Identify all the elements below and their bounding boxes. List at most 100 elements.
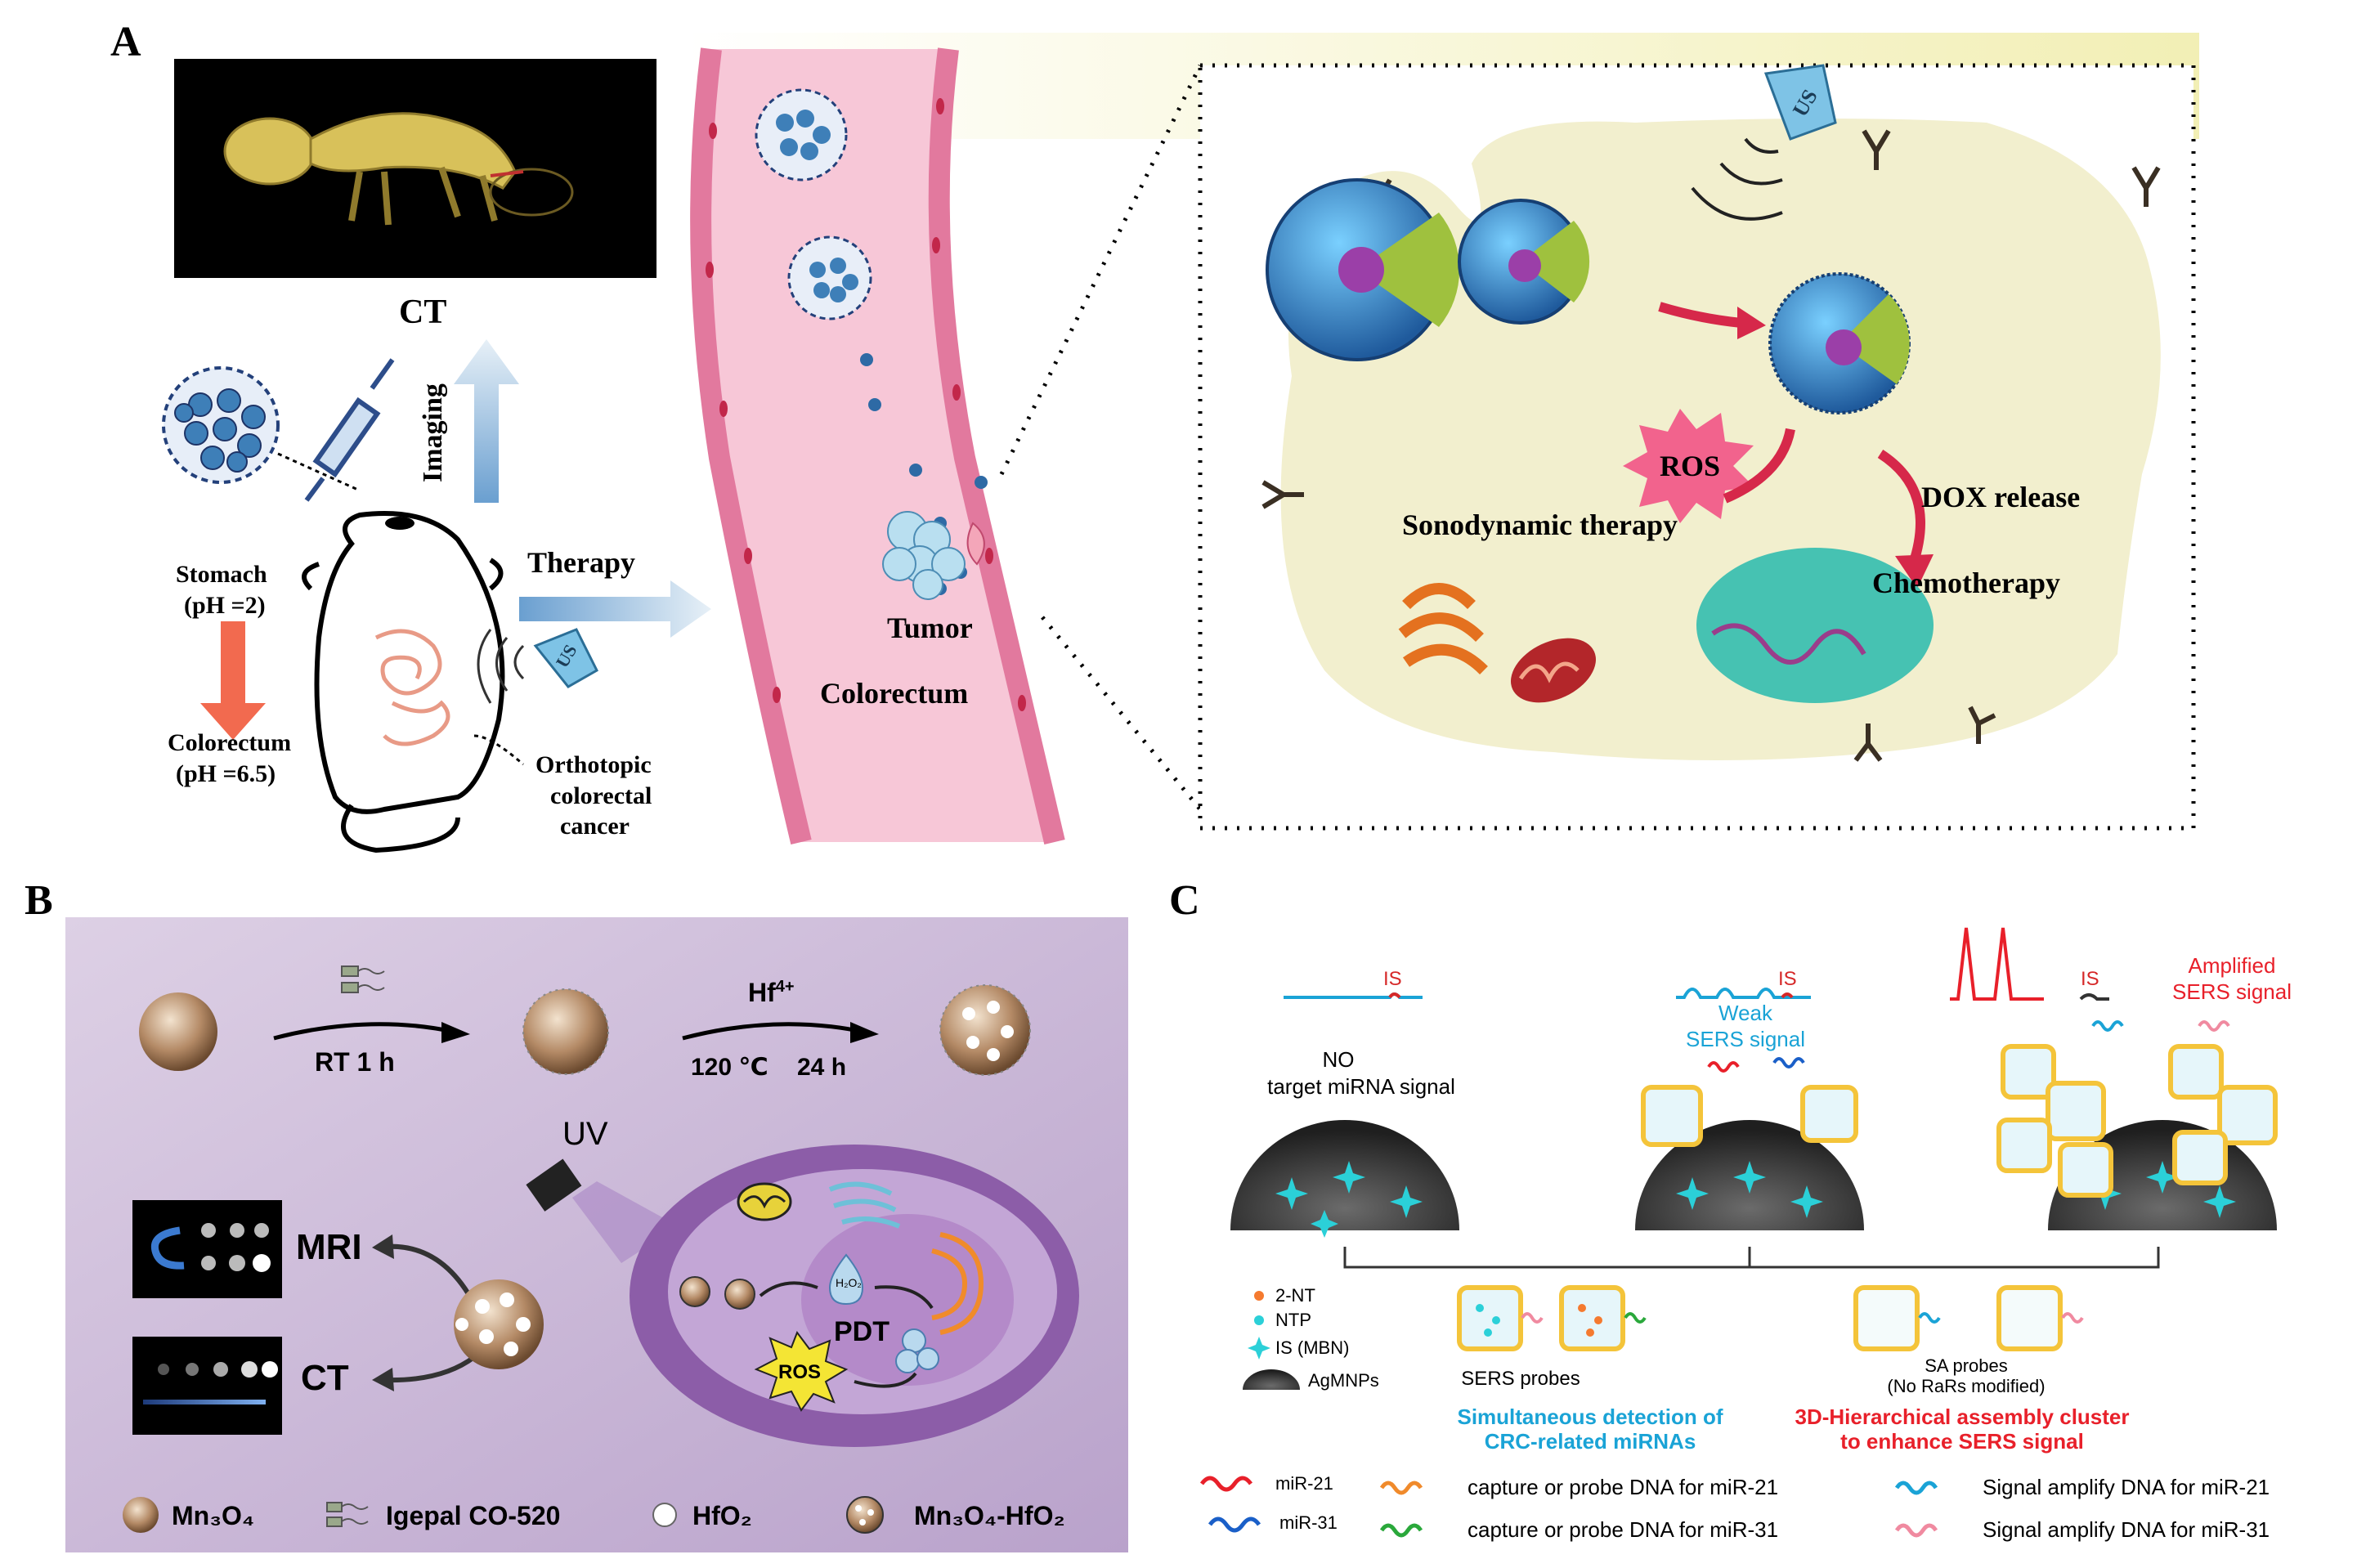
sa-probe-strand-blue	[1918, 1312, 1941, 1324]
imaging-label: Imaging	[418, 383, 448, 482]
colorectum-ph: (pH =6.5)	[176, 760, 276, 787]
is-label-1: IS	[1383, 968, 1402, 990]
coated-particle	[522, 988, 609, 1075]
er-icon	[828, 1181, 901, 1229]
mri-label: MRI	[296, 1227, 362, 1267]
spectrum-weak-is	[1781, 992, 1794, 999]
amp31-swatch	[1894, 1523, 1938, 1538]
bracket-left	[1343, 1247, 1751, 1269]
mir31-label: miR-31	[1279, 1512, 1338, 1533]
colorectum-vessel	[690, 47, 1065, 845]
to-ct-arrowhead	[372, 1368, 394, 1391]
golgi-icon	[1398, 583, 1488, 675]
sers-probes-bound	[1641, 1085, 1858, 1147]
mn3o4-hfo2-particle	[939, 984, 1031, 1076]
stomach-arrow	[200, 621, 266, 740]
sa-probe-examples	[1853, 1285, 2063, 1351]
igepal-icon	[341, 965, 385, 993]
stomach-ph: (pH =2)	[184, 592, 266, 619]
ros-recycle-arrow	[854, 1372, 917, 1388]
agmnp-hemisphere-2	[1635, 1120, 1864, 1230]
capture21-swatch	[1379, 1481, 1423, 1495]
weak-label-1: Weak	[1718, 1001, 1773, 1025]
transform-arrowhead	[1737, 307, 1766, 339]
no-signal-2: target miRNA signal	[1267, 1074, 1455, 1099]
ros-burst-b	[754, 1330, 849, 1412]
legend-igepal-label: Igepal CO-520	[386, 1501, 560, 1530]
simultaneous-label-2: CRC-related miRNAs	[1485, 1429, 1696, 1454]
orthotopic-label-2: colorectal	[550, 782, 652, 809]
capture21-label: capture or probe DNA for miR-21	[1468, 1475, 1778, 1499]
vessel-nanoparticle-cluster-1	[755, 88, 848, 181]
h2o2-label: H₂O₂	[836, 1276, 862, 1289]
mir31-swatch	[1208, 1516, 1261, 1533]
amp21-label: Signal amplify DNA for miR-21	[1983, 1475, 2270, 1499]
orthotopic-pointer	[473, 734, 524, 766]
panel-label-a: A	[110, 19, 141, 65]
hierarchical-label-1: 3D-Hierarchical assembly cluster	[1795, 1404, 2130, 1429]
hf-label: Hf4+	[748, 978, 795, 1007]
sers-probes-label: SERS probes	[1461, 1368, 1580, 1390]
hierarchical-label-2: to enhance SERS signal	[1840, 1429, 2084, 1454]
ct-label: CT	[399, 293, 446, 331]
bracket-right	[1750, 1247, 2160, 1269]
spectrum-amp-is	[2079, 993, 2109, 1001]
cell-nanoparticles	[679, 1276, 755, 1310]
mirna-strand-amp-pink	[2198, 1020, 2230, 1032]
time-label: 24 h	[797, 1054, 846, 1081]
mir21-swatch	[1199, 1476, 1253, 1492]
spectrum-none-is	[1388, 992, 1401, 999]
ct-label-b: CT	[301, 1358, 349, 1398]
vessel-nanoparticle-cluster-2	[787, 235, 872, 320]
legend-is-label: IS (MBN)	[1275, 1337, 1349, 1358]
amp21-swatch	[1894, 1481, 1938, 1495]
colorectum-mid-label: Colorectum	[820, 677, 968, 710]
injection-pointer	[277, 452, 361, 492]
stomach-label: Stomach	[176, 561, 267, 588]
panel-label-c: C	[1169, 877, 1200, 924]
rt-label: RT 1 h	[315, 1047, 395, 1077]
colorectum-left-label: Colorectum	[168, 729, 291, 756]
legend-mn3o4-swatch	[123, 1497, 159, 1533]
amp31-label: Signal amplify DNA for miR-31	[1983, 1517, 2270, 1542]
imaging-arrow	[454, 339, 519, 503]
drop-icon	[828, 1253, 864, 1306]
legend-hfo2-swatch	[652, 1503, 677, 1527]
sonodynamic-arrow	[1723, 428, 1795, 504]
mn3o4-particle-1	[139, 992, 217, 1071]
legend-is-swatch	[1248, 1337, 1270, 1360]
no-signal-1: NO	[1323, 1047, 1355, 1072]
mouse-illustration	[302, 511, 505, 853]
is-label-3: IS	[2081, 968, 2099, 990]
mitochondria-b-icon	[737, 1182, 792, 1221]
mn3o4-hfo2-center	[454, 1279, 544, 1369]
dox-label: DOX release	[1921, 481, 2080, 513]
legend-agmnp-swatch	[1243, 1369, 1300, 1390]
mri-curve-icon	[150, 1226, 185, 1270]
legend-igepal-swatch	[326, 1502, 369, 1527]
spectrum-amplified	[1950, 927, 2044, 1001]
mirna-strand-weak-red	[1707, 1061, 1740, 1073]
ros-burst	[1623, 409, 1754, 523]
uv-label: UV	[562, 1116, 608, 1152]
mouse-intestine	[374, 629, 450, 746]
transform-arrow	[1658, 302, 1742, 328]
sers-probe-examples	[1457, 1285, 1625, 1351]
therapy-arrow	[519, 580, 711, 638]
step-arrowhead-2	[850, 1022, 879, 1043]
step-arrow-2	[682, 1022, 863, 1041]
sonodynamic-label: Sonodynamic therapy	[1402, 508, 1678, 541]
to-pdt-arrow	[759, 1281, 818, 1297]
legend-ntp-swatch	[1254, 1315, 1264, 1325]
pdt-arrow	[874, 1285, 934, 1310]
ct-gradient-bar	[143, 1400, 266, 1404]
us-probe-left: US	[477, 628, 598, 704]
sa-probes-label: SA probes	[1925, 1355, 2008, 1376]
ros-label-a: ROS	[1660, 450, 1720, 482]
pdt-label: PDT	[834, 1316, 889, 1347]
orthotopic-label-3: cancer	[560, 813, 630, 840]
mouse-skeleton-image	[223, 112, 574, 226]
ct-dots	[158, 1361, 278, 1378]
legend-2nt-label: 2-NT	[1275, 1285, 1315, 1306]
